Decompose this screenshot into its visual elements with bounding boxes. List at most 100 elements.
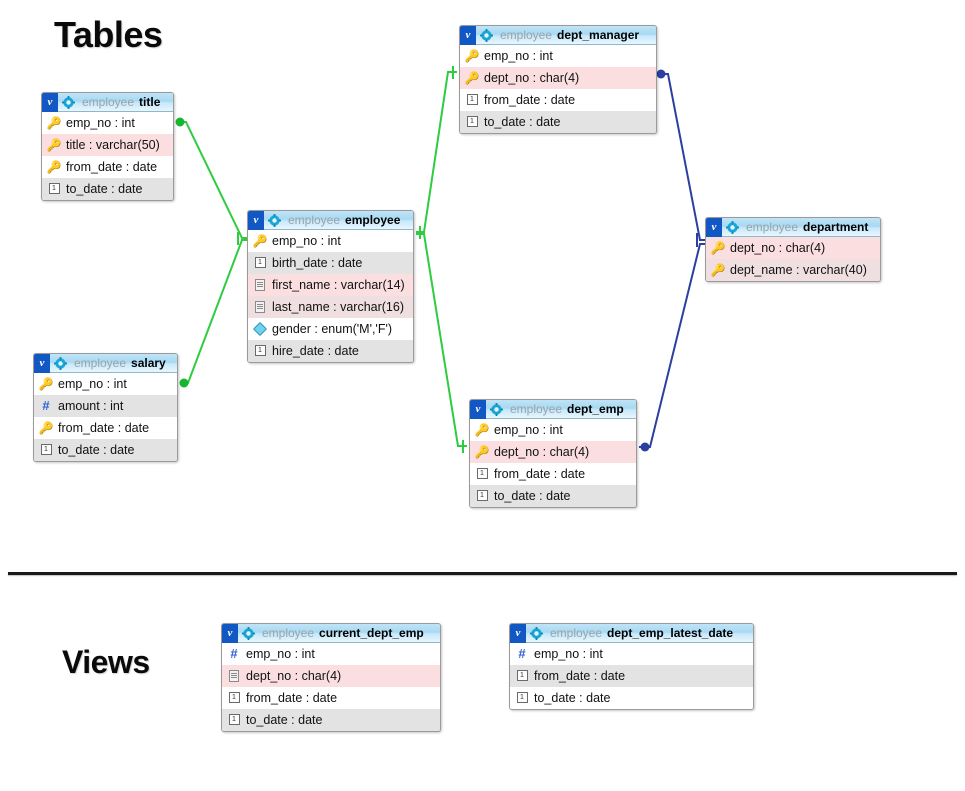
date-icon: 1 xyxy=(40,444,52,455)
column-label: amount : int xyxy=(58,398,124,413)
column-label: dept_no : char(4) xyxy=(484,70,580,85)
column-row[interactable]: dept_no : char(4) xyxy=(222,665,440,687)
gear-icon xyxy=(241,624,256,643)
entity-name: department xyxy=(803,220,869,234)
column-label: dept_no : char(4) xyxy=(246,668,342,683)
text-icon xyxy=(229,669,239,682)
view-badge-icon: v xyxy=(248,211,264,230)
column-row[interactable]: 🔑dept_no : char(4) xyxy=(470,441,636,463)
column-row[interactable]: #emp_no : int xyxy=(222,643,440,665)
column-label: hire_date : date xyxy=(272,343,359,358)
column-row[interactable]: 🔑emp_no : int xyxy=(248,230,413,252)
column-label: from_date : date xyxy=(66,159,158,174)
column-label: to_date : date xyxy=(534,690,611,705)
column-row[interactable]: 🔑 dept_no : char(4) xyxy=(460,67,656,89)
hash-icon: # xyxy=(518,646,526,661)
section-divider xyxy=(8,572,957,575)
column-label: emp_no : int xyxy=(534,646,603,661)
column-row[interactable]: 🔑emp_no : int xyxy=(460,45,656,67)
column-row[interactable]: 1 birth_date : date xyxy=(248,252,413,274)
column-label: last_name : varchar(16) xyxy=(272,299,405,314)
entity-schema: employee xyxy=(550,626,603,640)
relationship-deptmanager-employee xyxy=(416,66,457,239)
column-row[interactable]: 🔑 title : varchar(50) xyxy=(42,134,173,156)
column-row[interactable]: 🔑dept_name : varchar(40) xyxy=(706,259,880,281)
view-badge-icon: v xyxy=(460,26,476,45)
column-label: birth_date : date xyxy=(272,255,363,270)
column-label: emp_no : int xyxy=(484,48,553,63)
column-label: emp_no : int xyxy=(58,376,127,391)
column-row[interactable]: 🔑 from_date : date xyxy=(42,156,173,178)
date-icon: 1 xyxy=(476,490,488,501)
relationship-salary-employee xyxy=(179,239,250,388)
column-row[interactable]: 🔑dept_no : char(4) xyxy=(706,237,880,259)
column-row[interactable]: last_name : varchar(16) xyxy=(248,296,413,318)
entity-header-dept_emp_latest_date[interactable]: v employee dept_emp_latest_date xyxy=(510,624,753,643)
column-label: title : varchar(50) xyxy=(66,137,160,152)
entity-name: dept_emp xyxy=(567,402,624,416)
gear-icon xyxy=(53,354,68,373)
text-icon xyxy=(255,278,265,291)
column-row[interactable]: 🔑emp_no : int xyxy=(34,373,177,395)
entity-schema: employee xyxy=(746,220,799,234)
key-icon: 🔑 xyxy=(474,422,490,437)
entity-name: employee xyxy=(345,213,401,227)
column-label: from_date : date xyxy=(494,466,586,481)
column-row[interactable]: 🔑emp_no : int xyxy=(470,419,636,441)
key-icon: 🔑 xyxy=(464,70,480,85)
column-row[interactable]: #amount : int xyxy=(34,395,177,417)
gear-icon xyxy=(725,218,740,237)
key-icon: 🔑 xyxy=(252,233,268,248)
column-row[interactable]: gender : enum('M','F') xyxy=(248,318,413,340)
column-label: from_date : date xyxy=(534,668,626,683)
gear-icon xyxy=(479,26,494,45)
column-label: dept_no : char(4) xyxy=(730,240,826,255)
key-icon: 🔑 xyxy=(46,137,62,152)
date-icon: 1 xyxy=(48,183,60,194)
column-row[interactable]: 🔑emp_no : int xyxy=(42,112,173,134)
column-row[interactable]: # emp_no : int xyxy=(510,643,753,665)
entity-dept_emp_latest_date[interactable]: v employee dept_emp_latest_date # emp_no : i… xyxy=(509,623,754,710)
enum-icon xyxy=(252,321,268,336)
column-label: from_date : date xyxy=(246,690,338,705)
column-label: gender : enum('M','F') xyxy=(272,321,393,336)
column-label: dept_name : varchar(40) xyxy=(730,262,867,277)
view-badge-icon: v xyxy=(222,624,238,643)
entity-name: dept_emp_latest_date xyxy=(607,626,734,640)
key-icon: 🔑 xyxy=(38,420,54,435)
date-icon: 1 xyxy=(254,257,266,268)
column-row[interactable]: first_name : varchar(14) xyxy=(248,274,413,296)
view-badge-icon: v xyxy=(42,93,58,112)
key-icon: 🔑 xyxy=(46,115,62,130)
key-icon: 🔑 xyxy=(46,159,62,174)
column-row[interactable]: 🔑from_date : date xyxy=(34,417,177,439)
entity-name: title xyxy=(139,95,161,109)
view-badge-icon: v xyxy=(510,624,526,643)
